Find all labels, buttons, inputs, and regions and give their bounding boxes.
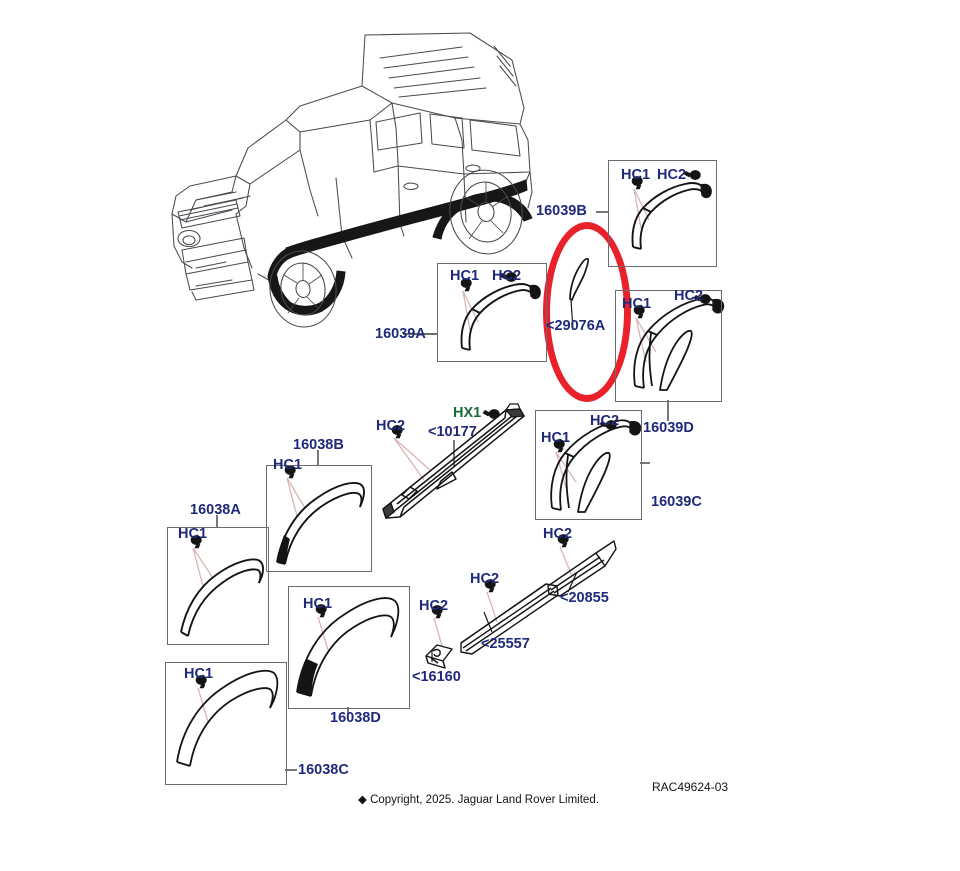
part-label-16038A: 16038A <box>190 502 241 518</box>
part-box-16038A <box>167 527 269 645</box>
part-label-16160: <16160 <box>412 669 461 685</box>
fastener-label-hx1-10177: HX1 <box>453 405 482 421</box>
fastener-label-hc2-25557: HC2 <box>470 571 500 587</box>
part-label-20855: <20855 <box>560 590 609 606</box>
part-label-16038C: 16038C <box>298 762 349 778</box>
fastener-label-hc1-16039D: HC1 <box>622 296 652 312</box>
fastener-label-hc2-16039D: HC2 <box>674 288 704 304</box>
copyright-text: Copyright, 2025. Jaguar Land Rover Limit… <box>370 794 599 806</box>
fastener-label-hc1-16038A: HC1 <box>178 526 208 542</box>
fastener-label-hc2-16160: HC2 <box>419 598 449 614</box>
fastener-label-hc2-16039A: HC2 <box>492 268 522 284</box>
part-label-10177: <10177 <box>428 424 477 440</box>
fastener-label-hc1-16039A: HC1 <box>450 268 480 284</box>
part-box-16038C <box>165 662 287 785</box>
part-box-16039B <box>608 160 717 267</box>
fastener-label-hc2-16039B: HC2 <box>657 167 687 183</box>
part-box-16039C <box>535 410 642 520</box>
copyright-symbol: ◆ <box>358 794 367 806</box>
fastener-label-hc1-16039C: HC1 <box>541 430 571 446</box>
part-box-16039D <box>615 290 722 402</box>
part-label-16039D: 16039D <box>643 420 694 436</box>
part-label-25557: <25557 <box>481 636 530 652</box>
part-label-16039A: 16039A <box>375 326 426 342</box>
part-label-16039C: 16039C <box>651 494 702 510</box>
part-box-16039A <box>437 263 547 362</box>
part-label-16038B: 16038B <box>293 437 344 453</box>
part-box-16038D <box>288 586 410 709</box>
fastener-label-hc1-16039B: HC1 <box>621 167 651 183</box>
drawing-reference: RAC49624-03 <box>652 780 729 794</box>
part-label-16038D: 16038D <box>330 710 381 726</box>
fastener-label-hc2-16039C: HC2 <box>590 413 620 429</box>
copyright-notice: ◆ Copyright, 2025. Jaguar Land Rover Lim… <box>358 792 599 806</box>
part-label-29076A: <29076A <box>546 318 606 334</box>
fastener-label-hc1-16038B: HC1 <box>273 457 303 473</box>
part-box-16038B <box>266 465 372 572</box>
fastener-label-hc2-10177: HC2 <box>376 418 406 434</box>
fastener-label-hc2-20855: HC2 <box>543 526 573 542</box>
fastener-label-hc1-16038C: HC1 <box>184 666 214 682</box>
fastener-label-hc1-16038D: HC1 <box>303 596 333 612</box>
part-label-16039B: 16039B <box>536 203 587 219</box>
